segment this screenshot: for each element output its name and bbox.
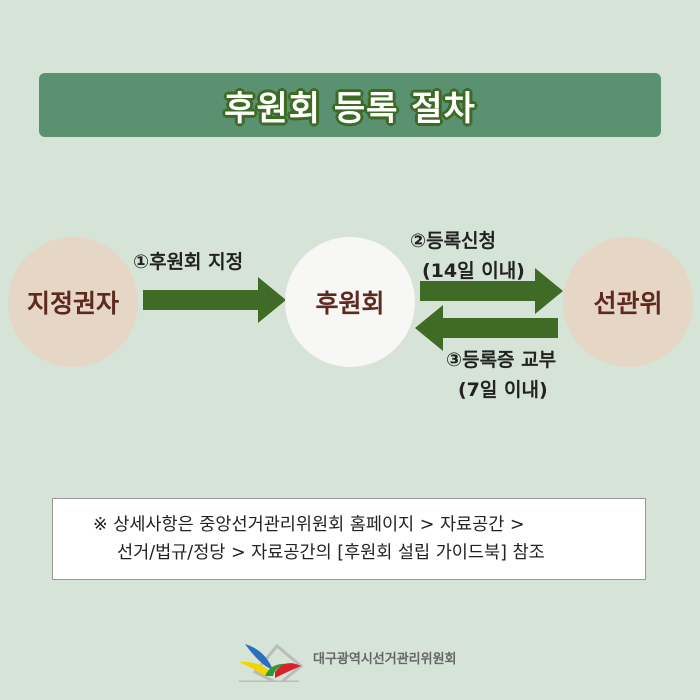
node-sponsor-assoc: 후원회 bbox=[285, 237, 415, 367]
step2-label: ②등록신청 bbox=[410, 230, 497, 252]
step3-duration: (7일 이내) bbox=[458, 379, 548, 401]
step3-label: ③등록증 교부 bbox=[446, 349, 557, 371]
arrow-designate bbox=[143, 277, 286, 323]
note-line2: 선거/법규/정당 > 자료공간의 [후원회 설립 가이드북] 참조 bbox=[117, 543, 545, 563]
title-banner: 후원회 등록 절차 bbox=[39, 73, 661, 137]
commission-logo-icon bbox=[239, 643, 304, 682]
node-designator: 지정권자 bbox=[8, 237, 138, 367]
note-box: ※ 상세사항은 중앙선거관리위원회 홈페이지 > 자료공간 > 선거/법규/정당… bbox=[52, 498, 646, 580]
footer-logo: 대구광역시선거관리위원회 bbox=[235, 632, 457, 682]
footer-org-name: 대구광역시선거관리위원회 bbox=[313, 651, 457, 667]
page-title: 후원회 등록 절차 bbox=[224, 88, 476, 129]
arrow-issue bbox=[415, 305, 558, 351]
step2-duration: (14일 이내) bbox=[422, 260, 525, 282]
arrow-register bbox=[420, 268, 563, 314]
step1-label: ①후원회 지정 bbox=[133, 251, 244, 273]
note-line1: ※ 상세사항은 중앙선거관리위원회 홈페이지 > 자료공간 > bbox=[93, 515, 525, 535]
node-election-commission: 선관위 bbox=[563, 237, 693, 367]
